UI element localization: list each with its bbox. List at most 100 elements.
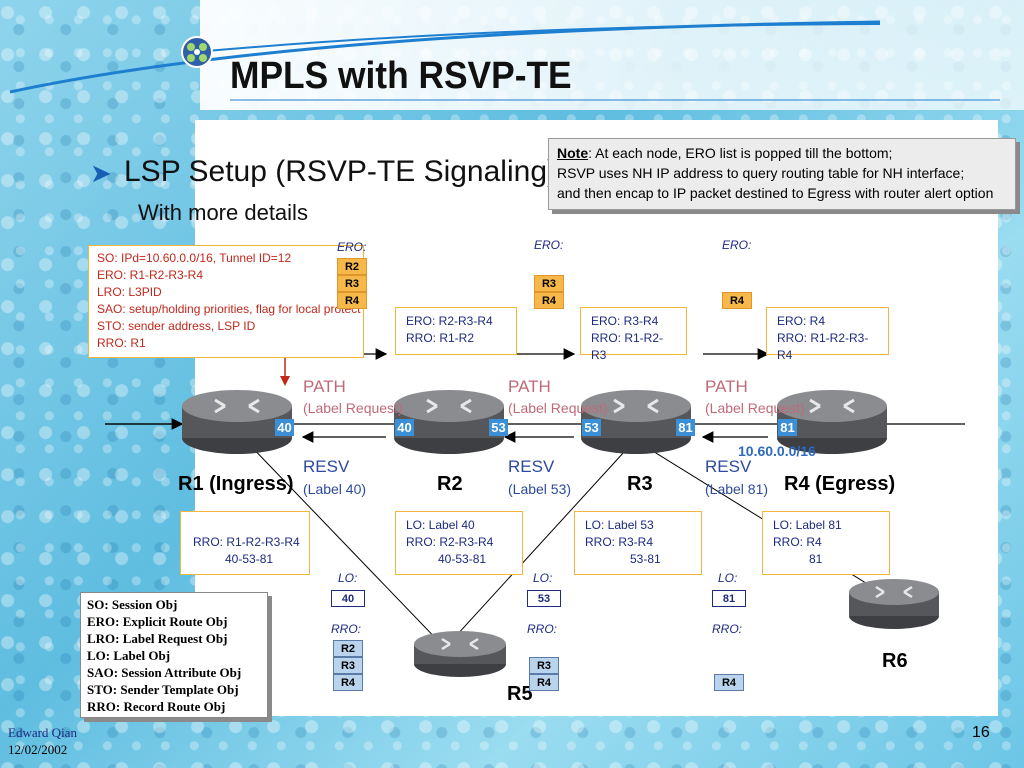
note-line2: RSVP uses NH IP address to query routing… bbox=[557, 165, 965, 181]
sao-line: SAO: setup/holding priorities, flag for … bbox=[97, 302, 361, 316]
resv-label-2: RESV bbox=[508, 457, 555, 476]
footer-author: Edward Qian 12/02/2002 bbox=[8, 724, 77, 758]
legend-item: SO: Session Obj bbox=[87, 597, 178, 612]
router-r2-label: R2 bbox=[437, 473, 463, 495]
author-name: Edward Qian bbox=[8, 725, 77, 740]
resv-sub-2: (Label 53) bbox=[508, 481, 572, 497]
ero-cell: R4 bbox=[534, 292, 564, 309]
note-line3: and then encap to IP packet destined to … bbox=[557, 185, 994, 201]
ero-cell: R3 bbox=[337, 275, 367, 292]
path-sub-3: (Label Request) bbox=[705, 400, 805, 416]
box-labels: 81 bbox=[809, 552, 823, 566]
box-rro: RRO: R1-R2-R3-R4 bbox=[193, 535, 300, 549]
port-label: 81 bbox=[778, 419, 797, 436]
lo-label-3: LO: bbox=[718, 571, 738, 585]
link-r1-r5 bbox=[244, 439, 446, 649]
path-objects-box-r4: ERO: R4 RRO: R1-R2-R3-R4 bbox=[766, 307, 889, 362]
port-label: 53 bbox=[582, 419, 601, 436]
path-sub-2: (Label Request) bbox=[508, 400, 608, 416]
sto-line: STO: sender address, LSP ID bbox=[97, 319, 256, 333]
title-swoosh bbox=[9, 20, 1000, 101]
legend-item: ERO: Explicit Route Obj bbox=[87, 614, 228, 629]
rro-label-3: RRO: bbox=[712, 622, 742, 636]
path-label-1: PATH bbox=[303, 377, 346, 396]
path-label-2: PATH bbox=[508, 377, 551, 396]
router-r3-label: R3 bbox=[627, 473, 653, 495]
legend-item: LRO: Label Request Obj bbox=[87, 631, 228, 646]
ero-label-2: ERO: bbox=[534, 238, 564, 252]
box-rro: RRO: R1-R2 bbox=[406, 331, 475, 345]
box-ero: ERO: R4 bbox=[777, 314, 826, 328]
path-objects-box-r1: SO: IPd=10.60.0.0/16, Tunnel ID=12 ERO: … bbox=[88, 245, 364, 358]
ero-label-1: ERO: bbox=[337, 240, 367, 254]
note-box: Note: At each node, ERO list is popped t… bbox=[548, 138, 1016, 210]
lo-value: 40 bbox=[331, 590, 365, 607]
lo-label-2: LO: bbox=[533, 571, 553, 585]
bullet-text: LSP Setup (RSVP-TE Signaling) bbox=[124, 155, 557, 188]
legend-item: RRO: Record Route Obj bbox=[87, 699, 226, 714]
sub-bullet-text: With more details bbox=[138, 200, 308, 225]
path-objects-box-r3: ERO: R3-R4 RRO: R1-R2-R3 bbox=[580, 307, 687, 362]
box-labels: 40-53-81 bbox=[225, 552, 274, 566]
title-band bbox=[200, 0, 1024, 110]
ero-label-3: ERO: bbox=[722, 238, 752, 252]
rro-cell: R2 bbox=[333, 640, 363, 657]
box-lo: LO: Label 53 bbox=[585, 518, 654, 532]
resv-label-1: RESV bbox=[303, 457, 350, 476]
box-labels: 40-53-81 bbox=[438, 552, 487, 566]
port-label: 53 bbox=[489, 419, 508, 436]
lo-value: 53 bbox=[527, 590, 561, 607]
router-r4-label: R4 (Egress) bbox=[784, 473, 896, 495]
note-label: Note bbox=[557, 145, 589, 161]
note-line1: : At each node, ERO list is popped till … bbox=[588, 145, 893, 161]
page-number: 16 bbox=[972, 724, 990, 741]
router-r4-icon bbox=[777, 390, 887, 454]
lo-label-1: LO: bbox=[338, 571, 358, 585]
box-rro: RRO: R4 bbox=[773, 535, 822, 549]
router-r5-label: R5 bbox=[507, 683, 533, 705]
rro-line: RRO: R1 bbox=[97, 336, 146, 350]
bullet-arrow-icon: ➤ bbox=[90, 158, 112, 188]
box-rro: RRO: R2-R3-R4 bbox=[406, 535, 494, 549]
rro-cell: R4 bbox=[333, 674, 363, 691]
resv-label-3: RESV bbox=[705, 457, 752, 476]
path-sub-1: (Label Request) bbox=[303, 400, 403, 416]
rro-label-2: RRO: bbox=[527, 622, 557, 636]
router-r6-label: R6 bbox=[882, 650, 908, 672]
rro-cell: R4 bbox=[529, 674, 559, 691]
rro-cell: R3 bbox=[333, 657, 363, 674]
resv-sub-1: (Label 40) bbox=[303, 481, 367, 497]
rro-cell: R4 bbox=[714, 674, 744, 691]
footer-date: 12/02/2002 bbox=[8, 742, 68, 757]
router-r5-icon bbox=[414, 631, 506, 677]
legend-item: LO: Label Obj bbox=[87, 648, 171, 663]
rro-cell: R3 bbox=[529, 657, 559, 674]
box-rro: RRO: R1-R2-R3 bbox=[591, 331, 664, 362]
resv-sub-3: (Label 81) bbox=[705, 481, 769, 497]
rro-label-1: RRO: bbox=[331, 622, 361, 636]
router-r1-label: R1 (Ingress) bbox=[178, 473, 294, 495]
link-r5-r3 bbox=[444, 439, 636, 649]
resv-objects-box-r1: RRO: R1-R2-R3-R4 40-53-81 bbox=[180, 511, 310, 575]
ero-line: ERO: R1-R2-R3-R4 bbox=[97, 268, 204, 282]
path-label-3: PATH bbox=[705, 377, 748, 396]
ero-cell: R2 bbox=[337, 258, 367, 275]
legend-item: STO: Sender Template Obj bbox=[87, 682, 239, 697]
legend-item: SAO: Session Attribute Obj bbox=[87, 665, 242, 680]
ero-cell: R4 bbox=[722, 292, 752, 309]
box-ero: ERO: R3-R4 bbox=[591, 314, 659, 328]
resv-objects-box-r2: LO: Label 40 RRO: R2-R3-R4 40-53-81 bbox=[395, 511, 523, 575]
box-rro: RRO: R3-R4 bbox=[585, 535, 654, 549]
port-label: 81 bbox=[676, 419, 695, 436]
path-objects-box-r2: ERO: R2-R3-R4 RRO: R1-R2 bbox=[395, 307, 517, 355]
destination-prefix: 10.60.0.0/16 bbox=[738, 443, 816, 459]
legend-box: SO: Session Obj ERO: Explicit Route Obj … bbox=[80, 592, 268, 718]
port-label: 40 bbox=[275, 419, 294, 436]
port-label: 40 bbox=[395, 419, 414, 436]
box-rro: RRO: R1-R2-R3-R4 bbox=[777, 331, 869, 362]
box-ero: ERO: R2-R3-R4 bbox=[406, 314, 493, 328]
router-r1-icon bbox=[182, 390, 292, 454]
ero-cell: R4 bbox=[337, 292, 367, 309]
box-labels: 53-81 bbox=[630, 552, 661, 566]
